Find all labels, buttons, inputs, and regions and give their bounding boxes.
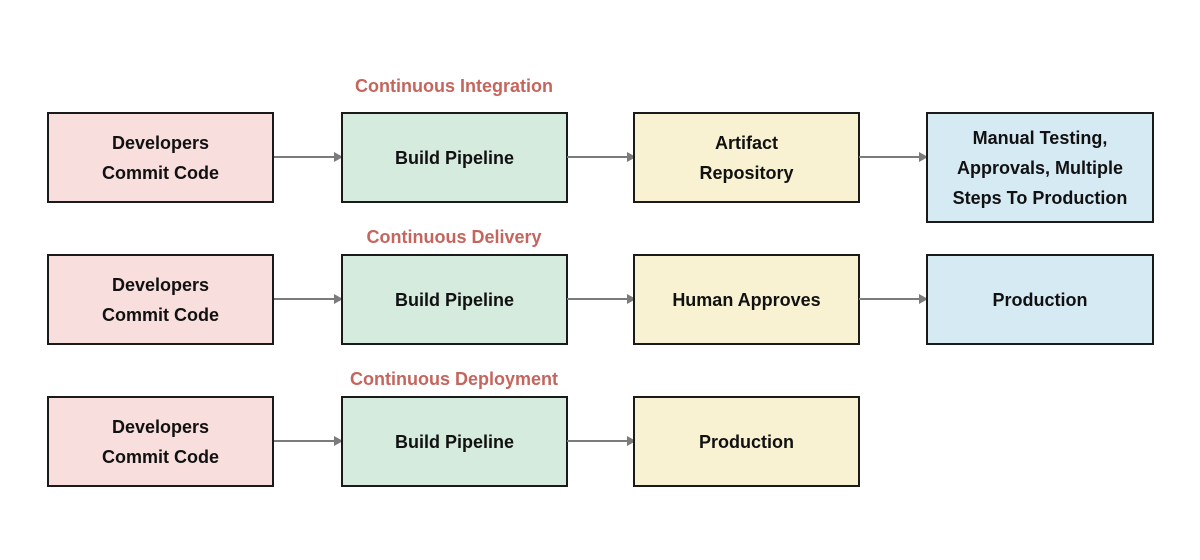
node-label: Build Pipeline <box>394 289 514 310</box>
flow-arrow <box>274 294 343 304</box>
flow-arrow <box>567 436 636 446</box>
node-build-pipeline: Build Pipeline <box>341 112 568 203</box>
node-label: Build Pipeline <box>394 431 514 452</box>
flow-arrow <box>274 152 343 162</box>
flow-arrow <box>567 152 636 162</box>
row-title-continuous-deployment: Continuous Deployment <box>350 369 558 389</box>
flow-arrow <box>859 294 928 304</box>
flow-arrow <box>274 436 343 446</box>
node-label: Production <box>992 289 1088 310</box>
flow-arrow <box>859 152 928 162</box>
node-label: Production <box>699 431 794 452</box>
node-build-pipeline: Build Pipeline <box>341 254 568 345</box>
node-production: Production <box>633 396 860 487</box>
node-production: Production <box>926 254 1154 345</box>
row-title-continuous-delivery: Continuous Delivery <box>366 227 542 247</box>
flow-arrow <box>567 294 636 304</box>
node-human-approves: Human Approves <box>633 254 860 345</box>
row-title-continuous-integration: Continuous Integration <box>355 76 553 96</box>
node-build-pipeline: Build Pipeline <box>341 396 568 487</box>
node-label: Build Pipeline <box>394 147 514 168</box>
node-label: Human Approves <box>672 289 821 310</box>
